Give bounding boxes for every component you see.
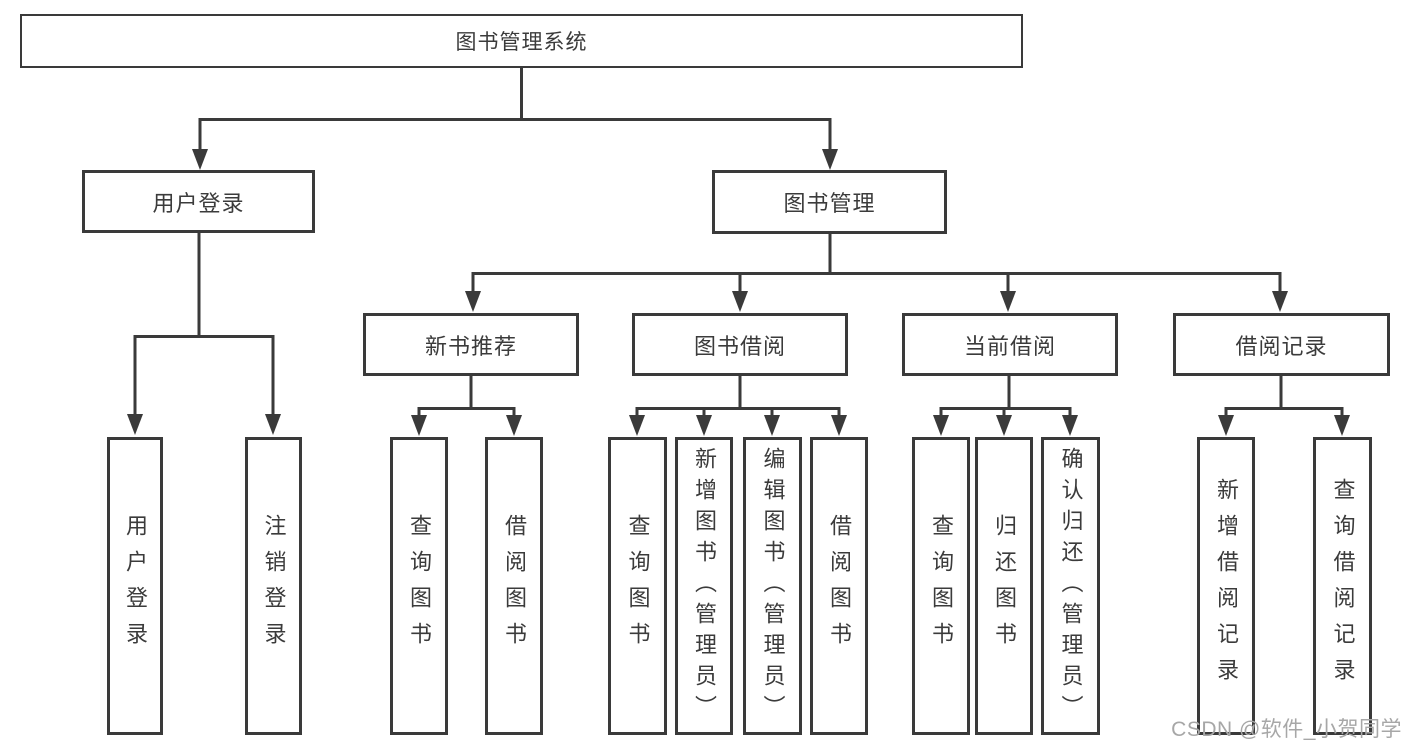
arrowhead-icon bbox=[1000, 291, 1016, 312]
connector-level2-branch bbox=[198, 118, 832, 152]
arrowhead-icon bbox=[1272, 291, 1288, 312]
leaf-borrow-books: 借阅图书 bbox=[485, 437, 543, 735]
node-user-login: 用户登录 bbox=[82, 170, 315, 233]
arrowhead-icon bbox=[1218, 415, 1234, 436]
arrowhead-icon bbox=[822, 149, 838, 170]
arrowhead-icon bbox=[411, 415, 427, 436]
arrowhead-icon bbox=[192, 149, 208, 170]
node-book-borrow: 图书借阅 bbox=[632, 313, 848, 376]
connector-book-borrow-branch bbox=[635, 407, 841, 419]
leaf-add-book-admin: 新增图书（管理员） bbox=[675, 437, 733, 735]
leaf-confirm-return-admin: 确认归还（管理员） bbox=[1041, 437, 1100, 735]
node-current-borrow: 当前借阅 bbox=[902, 313, 1118, 376]
connector-new-book-branch bbox=[417, 407, 516, 419]
arrowhead-icon bbox=[996, 415, 1012, 436]
leaf-query-borrow-record: 查询借阅记录 bbox=[1313, 437, 1372, 735]
leaf-user-login: 用户登录 bbox=[107, 437, 163, 735]
node-library-system: 图书管理系统 bbox=[20, 14, 1023, 68]
connector-borrow-records-branch bbox=[1224, 407, 1344, 419]
arrowhead-icon bbox=[629, 415, 645, 436]
connector-level3-branch bbox=[471, 272, 1282, 295]
leaf-query-books: 查询图书 bbox=[608, 437, 667, 735]
csdn-watermark: CSDN @软件_小贺同学 bbox=[1171, 718, 1402, 741]
node-new-book-recommend: 新书推荐 bbox=[363, 313, 579, 376]
leaf-return-book: 归还图书 bbox=[975, 437, 1033, 735]
leaf-borrow-books: 借阅图书 bbox=[810, 437, 868, 735]
leaf-query-books: 查询图书 bbox=[912, 437, 970, 735]
arrowhead-icon bbox=[465, 291, 481, 312]
arrowhead-icon bbox=[732, 291, 748, 312]
arrowhead-icon bbox=[933, 415, 949, 436]
arrowhead-icon bbox=[1334, 415, 1350, 436]
node-book-management: 图书管理 bbox=[712, 170, 947, 234]
connector-user-login-branch bbox=[133, 335, 275, 418]
leaf-query-books: 查询图书 bbox=[390, 437, 448, 735]
leaf-add-borrow-record: 新增借阅记录 bbox=[1197, 437, 1255, 735]
arrowhead-icon bbox=[831, 415, 847, 436]
arrowhead-icon bbox=[696, 415, 712, 436]
arrowhead-icon bbox=[265, 414, 281, 435]
arrowhead-icon bbox=[506, 415, 522, 436]
leaf-edit-book-admin: 编辑图书（管理员） bbox=[743, 437, 802, 735]
arrowhead-icon bbox=[1062, 415, 1078, 436]
arrowhead-icon bbox=[127, 414, 143, 435]
leaf-logout: 注销登录 bbox=[245, 437, 302, 735]
node-borrow-records: 借阅记录 bbox=[1173, 313, 1390, 376]
arrowhead-icon bbox=[764, 415, 780, 436]
